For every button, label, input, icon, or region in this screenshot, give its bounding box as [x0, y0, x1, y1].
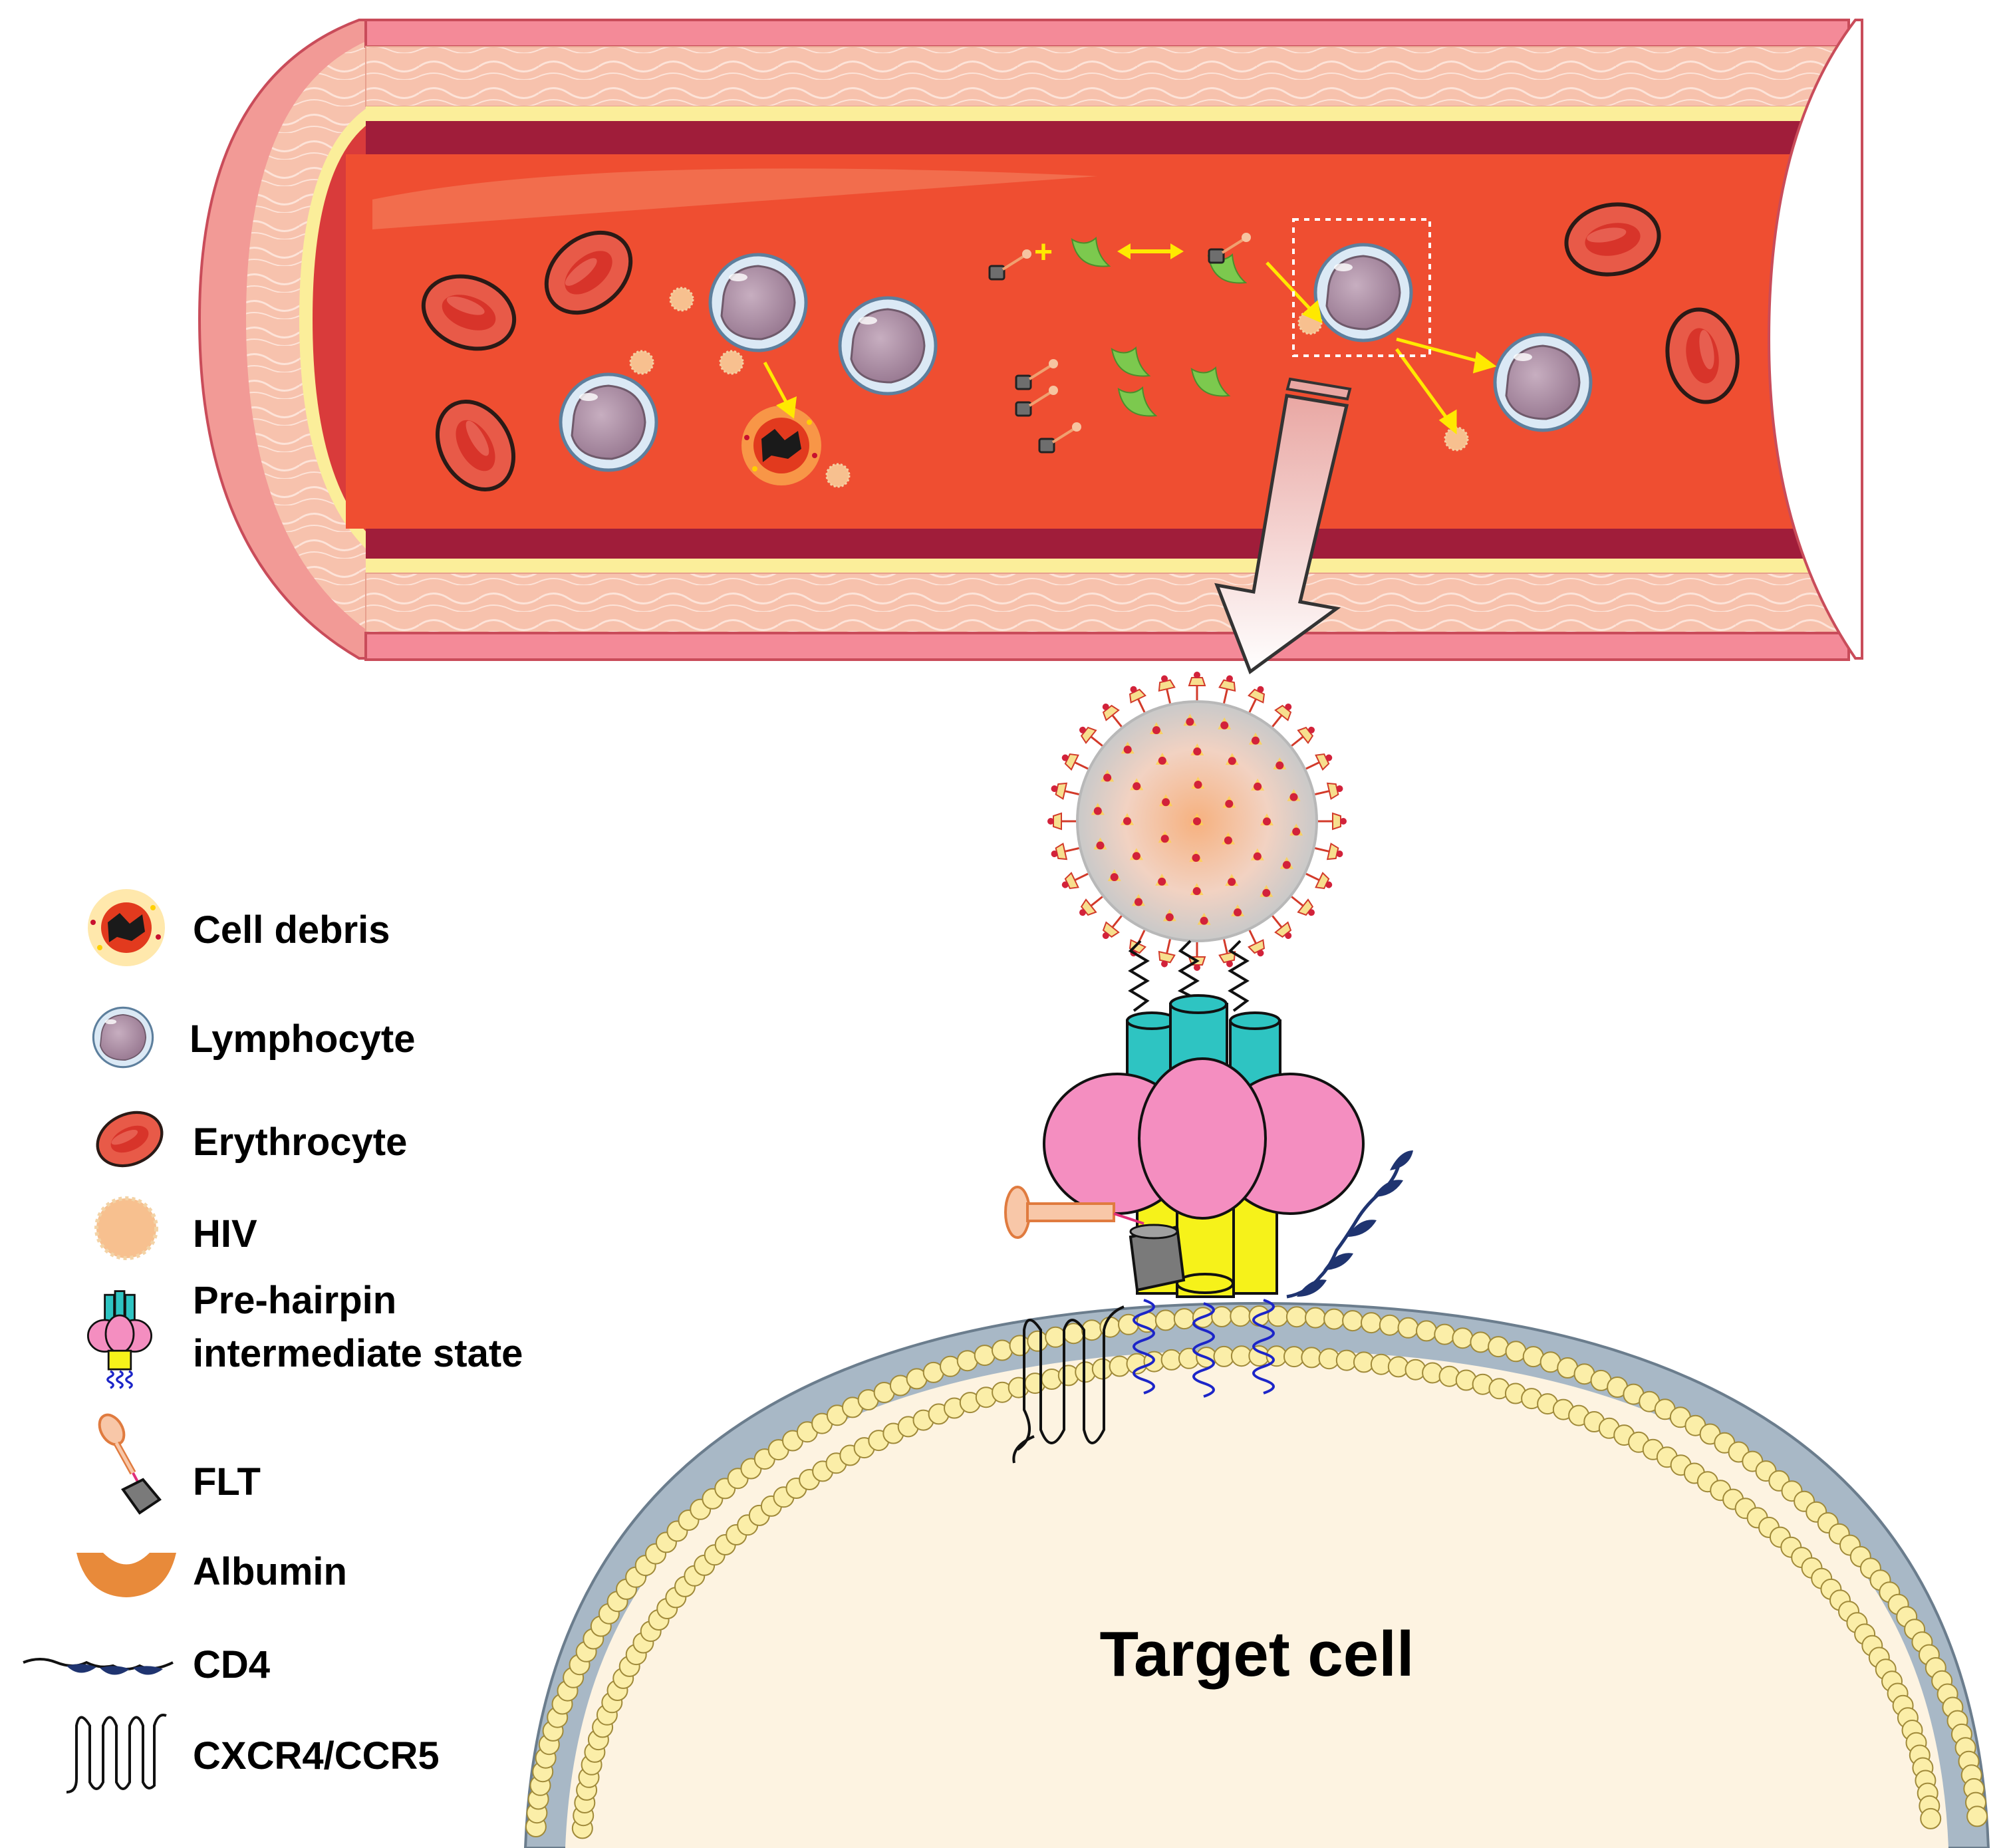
hiv-particle	[825, 463, 851, 488]
flt-bound	[1004, 1186, 1186, 1292]
lymphocyte-3	[561, 374, 656, 470]
legend-lymphocyte-icon	[92, 1006, 154, 1069]
legend-label-coreceptor: CXCR4/CCR5	[193, 1734, 440, 1778]
virion-surface-markers	[1091, 714, 1303, 925]
highlight-box	[1292, 218, 1431, 357]
yellow-arrows	[763, 261, 1497, 435]
vessel-contents: +	[413, 198, 1744, 503]
legend-label-albumin: Albumin	[193, 1550, 347, 1593]
double-arrow	[1117, 243, 1184, 259]
legend-label-erythrocyte: Erythrocyte	[193, 1121, 407, 1164]
zoom-arrow	[1214, 377, 1352, 674]
hiv-virion	[1046, 670, 1348, 972]
legend-label-pre-hairpin-1: Pre-hairpin	[193, 1279, 396, 1322]
target-cell: Target cell	[523, 1301, 1990, 1848]
legend-label-lymphocyte: Lymphocyte	[190, 1017, 415, 1061]
legend-label-pre-hairpin-2: intermediate state	[193, 1332, 523, 1375]
legend-erythrocyte-icon	[88, 1103, 170, 1176]
lymphocyte-1	[710, 255, 806, 350]
hiv-particle	[669, 287, 694, 312]
legend-pre-hairpin-icon	[86, 1290, 153, 1389]
lymphocyte-4	[1315, 245, 1411, 340]
legend-label-flt: FLT	[193, 1460, 261, 1504]
legend-cd4-icon	[23, 1658, 174, 1675]
legend-label-cell-debris: Cell debris	[193, 908, 390, 952]
plus-sign: +	[1034, 235, 1053, 270]
lymphocyte-2	[840, 298, 936, 394]
legend-label-cd4: CD4	[193, 1643, 270, 1686]
pre-hairpin-complex	[1004, 940, 1413, 1464]
target-cell-label: Target cell	[1099, 1619, 1414, 1690]
coreceptor-cxcr4-ccr5	[1012, 1305, 1125, 1464]
legend-flt-icon	[98, 1413, 162, 1515]
lymphocyte-5	[1495, 334, 1591, 430]
legend: Cell debris Lymphocyte Erythrocyte HIV	[23, 889, 523, 1793]
legend-label-hiv: HIV	[193, 1212, 257, 1255]
legend-albumin-icon	[76, 1553, 176, 1597]
cd4	[1286, 1150, 1413, 1299]
legend-coreceptor-icon	[66, 1714, 167, 1793]
legend-cell-debris-icon	[88, 889, 165, 966]
legend-hiv-icon	[94, 1196, 158, 1260]
hiv-particle	[629, 350, 654, 375]
hiv-particle	[719, 350, 744, 375]
cell-debris	[741, 406, 821, 485]
